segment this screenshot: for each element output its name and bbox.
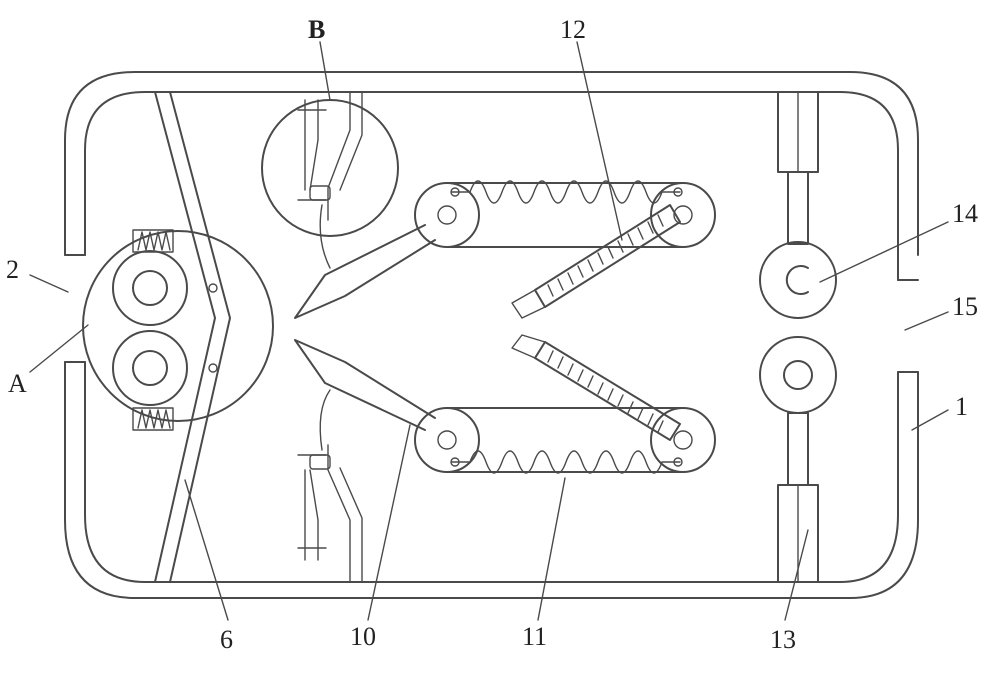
label-6: 6 <box>220 625 233 654</box>
label-14: 14 <box>952 199 978 228</box>
label-a: A <box>8 369 27 398</box>
label-11: 11 <box>522 622 547 651</box>
label-12: 12 <box>560 15 586 44</box>
detail-b-clamp <box>261 91 399 269</box>
label-1: 1 <box>955 392 968 421</box>
lower-clamp <box>297 389 363 583</box>
label-2: 2 <box>6 255 19 284</box>
blades <box>294 224 436 431</box>
label-10: 10 <box>350 622 376 651</box>
label-15: 15 <box>952 292 978 321</box>
upper-link <box>414 180 716 248</box>
detail-a-rollers <box>82 229 274 431</box>
label-13: 13 <box>770 625 796 654</box>
housing <box>64 71 919 599</box>
right-actuators <box>759 91 837 583</box>
leader-lines <box>29 41 949 621</box>
label-b: B <box>308 15 325 44</box>
angled-plate <box>154 91 231 583</box>
threaded-rods <box>511 204 681 441</box>
